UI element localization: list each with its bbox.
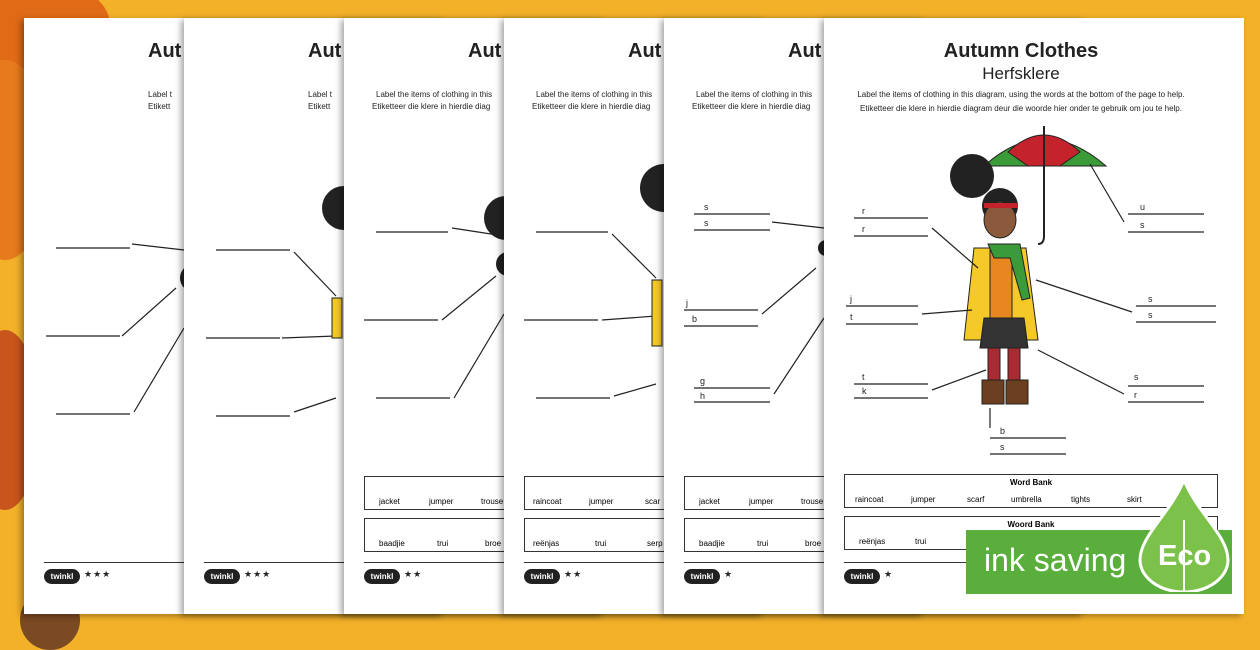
difficulty-stars: ★★★	[84, 569, 112, 579]
instruction-text: Etiketteer die klere in hierdie diag	[692, 102, 811, 111]
word-bank-word: tights	[1071, 495, 1091, 504]
label-hint-letter: s	[1000, 442, 1005, 452]
word-bank-word: trouse	[481, 497, 504, 506]
eco-drop-icon	[1138, 480, 1230, 592]
instruction-text: Label t	[308, 90, 333, 99]
instruction-text: Etiketteer die klere in hierdie diag	[532, 102, 651, 111]
word-bank-word: raincoat	[855, 495, 884, 504]
word-bank-word: scar	[645, 497, 661, 506]
label-hint-letter: t	[862, 372, 865, 382]
twinkl-logo: twinkl	[364, 569, 400, 584]
word-bank-title: Word Bank	[1009, 478, 1053, 487]
girl-illustration	[846, 126, 1216, 455]
difficulty-stars: ★★	[404, 569, 423, 579]
word-bank-word: jumper	[749, 497, 774, 506]
sheet-title: Aut	[628, 40, 662, 62]
label-hint-letter: t	[850, 312, 853, 322]
instruction-text: Etiketteer die klere in hierdie diag	[372, 102, 491, 111]
label-hint-letter: g	[700, 376, 706, 386]
woord-bank-word: broe	[485, 539, 502, 548]
word-bank-word: jacket	[379, 497, 400, 506]
label-hint-letter: r	[1134, 390, 1137, 400]
twinkl-logo: twinkl	[524, 569, 560, 584]
eco-label: Eco	[1158, 540, 1212, 572]
label-hint-letter: s	[1134, 372, 1139, 382]
woord-bank-word: trui	[915, 537, 927, 546]
label-hint-letter: s	[1140, 220, 1145, 230]
sheet-title: Aut	[788, 40, 822, 62]
twinkl-logo: twinkl	[684, 569, 720, 584]
instruction-text: Label the items of clothing in this	[696, 90, 813, 99]
label-hint-letter: b	[1000, 426, 1006, 436]
woord-bank-word: trui	[595, 539, 607, 548]
label-hint-letter: r	[862, 206, 865, 216]
difficulty-stars: ★★★	[244, 569, 272, 579]
label-hint-letter: r	[862, 224, 865, 234]
twinkl-logo: twinkl	[844, 569, 880, 584]
woord-bank-word: trui	[757, 539, 769, 548]
word-bank-word: jumper	[589, 497, 614, 506]
label-hint-letter: b	[692, 314, 698, 324]
label-hint-letter: s	[704, 218, 709, 228]
ink-saving-badge: ink saving	[966, 530, 1232, 594]
sheet-subtitle: Herfsklere	[982, 64, 1060, 83]
twinkl-logo: twinkl	[44, 569, 80, 584]
label-hint-letter: h	[700, 391, 706, 401]
woord-bank-word: serp	[647, 539, 663, 548]
label-hint-letter: j	[686, 298, 688, 308]
sheet-title: Aut	[308, 40, 342, 62]
sheet-title: Autumn Clothes	[943, 40, 1099, 62]
difficulty-stars: ★★	[564, 569, 583, 579]
label-hint-letter: s	[704, 202, 709, 212]
word-bank-word: jumper	[911, 495, 936, 504]
ink-saving-text: ink saving	[984, 542, 1127, 578]
label-hint-letter: j	[850, 294, 852, 304]
difficulty-stars: ★	[724, 569, 734, 579]
instruction-text: Etikett	[308, 102, 331, 111]
woord-bank-word: broe	[805, 539, 822, 548]
woord-bank-word: trui	[437, 539, 449, 548]
word-bank-word: umbrella	[1011, 495, 1042, 504]
woord-bank-word: reënjas	[533, 539, 560, 548]
instruction-text: Label t	[148, 90, 173, 99]
woord-bank-word: baadjie	[379, 539, 405, 548]
instruction-afrikaans: Etiketteer die klere in hierdie diagram …	[860, 104, 1182, 113]
word-bank-word: jacket	[699, 497, 720, 506]
woord-bank-word: reënjas	[859, 537, 886, 546]
woord-bank-title: Woord Bank	[1007, 520, 1055, 529]
word-bank-word: skirt	[1127, 495, 1142, 504]
difficulty-stars: ★	[884, 569, 894, 579]
woord-bank-word: baadjie	[699, 539, 725, 548]
sheet-title: Aut	[468, 40, 502, 62]
instruction-english: Label the items of clothing in this diag…	[857, 90, 1185, 99]
word-bank-word: raincoat	[533, 497, 562, 506]
word-bank-word: trouse	[801, 497, 824, 506]
label-hint-letter: u	[1140, 202, 1146, 212]
instruction-text: Label the items of clothing in this	[536, 90, 653, 99]
word-bank-box: Word Bank raincoat jumper scarf umbrella…	[844, 474, 1218, 508]
instruction-text: Etikett	[148, 102, 171, 111]
word-bank-word: jumper	[429, 497, 454, 506]
label-hint-letter: s	[1148, 294, 1153, 304]
twinkl-logo: twinkl	[204, 569, 240, 584]
instruction-text: Label the items of clothing in this	[376, 90, 493, 99]
word-bank-word: scarf	[967, 495, 985, 504]
sheet-title: Aut	[148, 40, 182, 62]
label-hint-letter: s	[1148, 310, 1153, 320]
label-hint-letter: k	[862, 386, 867, 396]
